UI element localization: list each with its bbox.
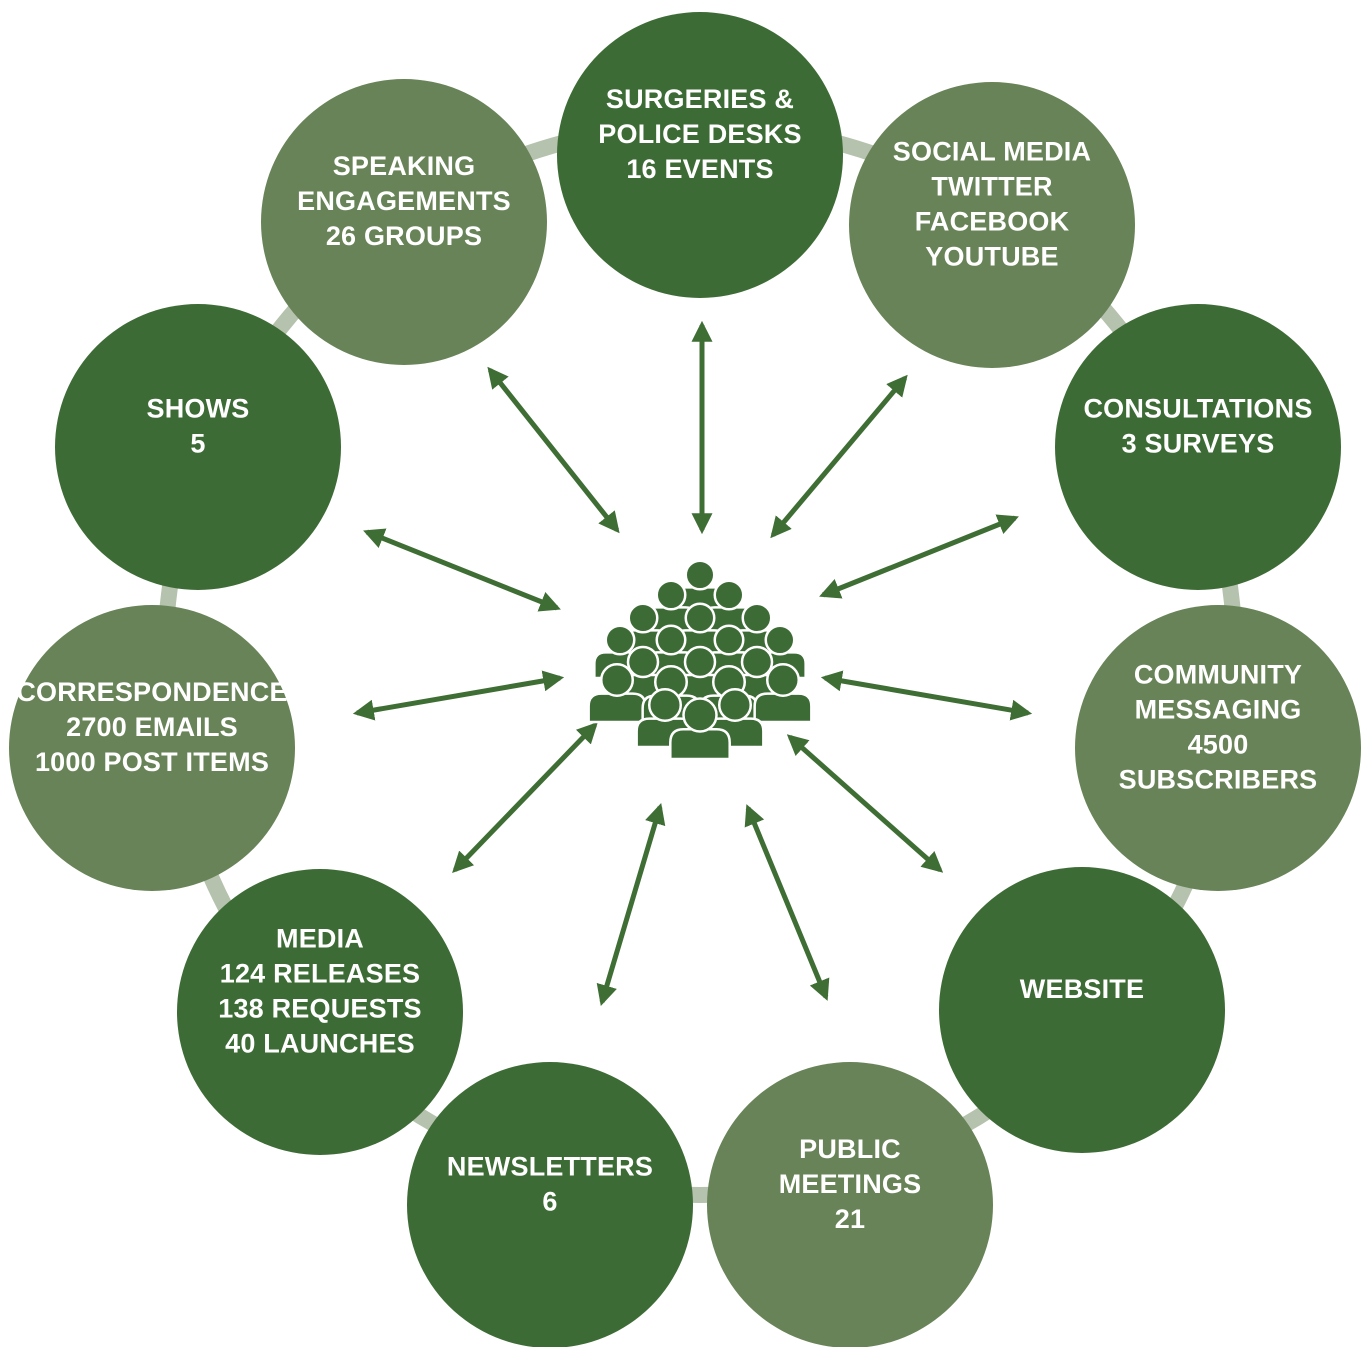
node-label-line: SHOWS <box>146 394 249 424</box>
person-icon <box>705 688 765 749</box>
double-arrow <box>487 366 620 534</box>
node-social-media: SOCIAL MEDIA TWITTER FACEBOOK YOUTUBE <box>849 82 1135 368</box>
node-circle <box>557 12 843 298</box>
node-label-line: MESSAGING <box>1135 695 1302 725</box>
node-label-line: CONSULTATIONS <box>1083 394 1312 424</box>
node-label-line: 40 LAUNCHES <box>225 1029 415 1059</box>
double-arrow <box>820 670 1033 721</box>
node-label-line: FACEBOOK <box>915 207 1070 237</box>
node-circle <box>407 1062 693 1347</box>
node-label-line: 21 <box>835 1204 865 1234</box>
node-circle <box>177 869 463 1155</box>
node-circle <box>1055 304 1341 590</box>
node-label-line: YOUTUBE <box>925 242 1058 272</box>
node-label-line: SOCIAL MEDIA <box>893 137 1091 167</box>
node-label-line: 1000 POST ITEMS <box>35 747 269 777</box>
person-icon <box>753 663 813 724</box>
double-arrow <box>770 374 908 539</box>
node-label-line: 3 SURVEYS <box>1122 429 1275 459</box>
node-media: MEDIA 124 RELEASES 138 REQUESTS 40 LAUNCHES <box>177 869 463 1155</box>
node-circle <box>261 79 547 365</box>
crowd-icon <box>587 559 813 761</box>
double-arrow <box>452 721 598 874</box>
double-arrow <box>744 804 830 1001</box>
node-public-meetings: PUBLIC MEETINGS 21 <box>707 1062 993 1347</box>
node-label-line: NEWSLETTERS <box>447 1152 653 1182</box>
node-correspondence: CORRESPONDENCE 2700 EMAILS 1000 POST ITEMS <box>9 605 295 891</box>
node-label-line: SURGERIES & <box>606 84 794 114</box>
node-label-line: 4500 <box>1188 730 1249 760</box>
arrows-group <box>352 320 1033 1007</box>
node-newsletters: NEWSLETTERS 6 <box>407 1062 693 1347</box>
double-arrow <box>352 670 565 721</box>
node-consultations: CONSULTATIONS 3 SURVEYS <box>1055 304 1341 590</box>
person-icon <box>669 697 731 761</box>
node-label-line: 16 EVENTS <box>626 154 773 184</box>
double-arrow <box>596 802 666 1007</box>
node-label-line: 124 RELEASES <box>220 959 420 989</box>
person-icon <box>587 663 647 724</box>
node-label-line: POLICE DESKS <box>598 119 801 149</box>
node-label-line: MEDIA <box>276 924 364 954</box>
node-label-line: SUBSCRIBERS <box>1119 765 1318 795</box>
node-website: WEBSITE <box>939 867 1225 1153</box>
node-circle <box>1075 605 1361 891</box>
node-circle <box>9 605 295 891</box>
node-label-line: SPEAKING <box>333 151 476 181</box>
nodes-group: SURGERIES & POLICE DESKS 16 EVENTS SOCIAL M… <box>9 12 1361 1347</box>
node-label-line: CORRESPONDENCE <box>16 677 287 707</box>
node-label-line: 5 <box>190 429 205 459</box>
double-arrow <box>786 734 944 873</box>
node-label-line: ENGAGEMENTS <box>297 186 511 216</box>
node-circle <box>707 1062 993 1347</box>
node-label-line: PUBLIC <box>799 1134 901 1164</box>
node-speaking-engagements: SPEAKING ENGAGEMENTS 26 GROUPS <box>261 79 547 365</box>
node-label-line: WEBSITE <box>1020 974 1144 1004</box>
node-label-line: 138 REQUESTS <box>218 994 421 1024</box>
node-label-line: 6 <box>542 1187 557 1217</box>
node-circle <box>939 867 1225 1153</box>
node-label-line: MEETINGS <box>779 1169 922 1199</box>
node-surgeries: SURGERIES & POLICE DESKS 16 EVENTS <box>557 12 843 298</box>
node-circle <box>55 304 341 590</box>
node-label-line: 26 GROUPS <box>326 221 482 251</box>
node-label-line: 2700 EMAILS <box>66 712 238 742</box>
double-arrow <box>819 514 1019 599</box>
node-label-line: COMMUNITY <box>1134 660 1302 690</box>
node-circle <box>849 82 1135 368</box>
node-label-line: TWITTER <box>931 172 1052 202</box>
double-arrow <box>363 528 561 612</box>
node-shows: SHOWS 5 <box>55 304 341 590</box>
